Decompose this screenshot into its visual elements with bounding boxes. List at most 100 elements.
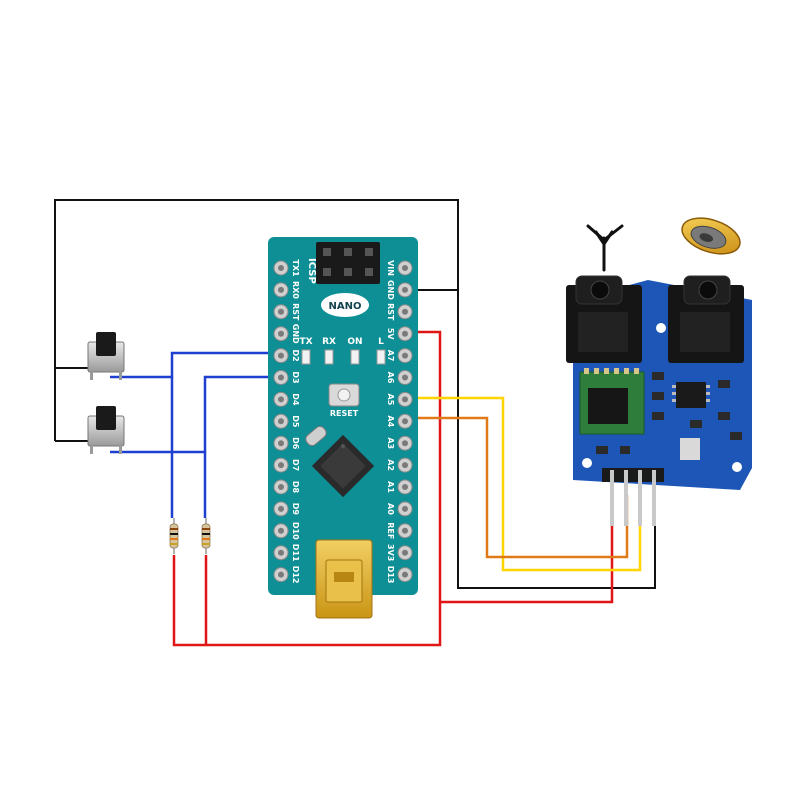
red-wire-radio-vcc (440, 495, 614, 604)
led-indicator (350, 349, 360, 365)
smd-components (596, 372, 742, 460)
mounting-hole (732, 462, 742, 472)
left-pin-label: D8 (291, 481, 300, 494)
right-pin-label: GND (386, 280, 395, 300)
led-indicator (301, 349, 311, 365)
led-label: TX (299, 337, 312, 347)
left-pin-label: D4 (291, 393, 300, 406)
reset-button[interactable] (328, 383, 360, 407)
nano-label: NANO (329, 301, 362, 312)
right-pin-label: VIN (386, 260, 395, 276)
right-pin-hole (402, 527, 408, 534)
right-pin-label: A0 (386, 503, 395, 515)
reset-label: RESET (330, 409, 359, 418)
right-pin-label: A5 (386, 394, 395, 406)
nano-logo (321, 293, 369, 317)
right-pin-hole (402, 352, 408, 359)
left-pin-label: D11 (291, 544, 300, 562)
right-pin-hole (402, 505, 408, 512)
left-pin-label: D12 (291, 566, 300, 584)
left-pin-hole (278, 330, 284, 337)
clock-wire-a4 (415, 416, 629, 559)
push-button-1[interactable] (87, 332, 125, 380)
right-pin-label: A2 (386, 459, 395, 471)
left-pin-label: D5 (291, 415, 300, 428)
speaker-jack (668, 275, 744, 363)
left-pin-hole (278, 265, 284, 271)
left-pin-label: D3 (291, 371, 300, 383)
led-label: RX (322, 337, 336, 347)
radio-pin-header (602, 468, 664, 526)
left-pin-label: D6 (291, 437, 300, 450)
blue-wire-d3 (110, 375, 274, 454)
right-pin-label: D13 (386, 566, 395, 584)
right-pin-hole (402, 330, 408, 337)
left-pin-label: D9 (291, 503, 300, 516)
left-pin-hole (278, 571, 284, 578)
blue-wire-d2 (110, 351, 274, 379)
left-pin-label: RST (291, 303, 300, 321)
gnd-wire-radio (457, 290, 656, 589)
right-pin-label: A7 (386, 350, 395, 362)
led-label: ON (347, 337, 362, 347)
left-pin-hole (278, 286, 284, 293)
left-pin-hole (278, 352, 284, 359)
fm-radio-module (566, 275, 752, 526)
microcontroller-chip (311, 434, 375, 498)
left-pin-hole (278, 549, 284, 556)
right-pin-hole (402, 286, 408, 293)
left-pin-hole (278, 484, 284, 490)
right-pin-label: A3 (386, 437, 395, 449)
crystal (305, 425, 327, 447)
yellow-wire (415, 396, 642, 572)
data-wire-a5 (415, 396, 642, 572)
power-wires (172, 330, 614, 647)
right-pin-label: A1 (386, 481, 395, 493)
resistor-2 (201, 518, 211, 554)
left-pin-hole (278, 308, 284, 315)
left-pin-hole (278, 527, 284, 534)
mini-usb-port (315, 539, 373, 619)
right-pin-hole (402, 440, 408, 447)
left-pin-hole (278, 462, 284, 469)
right-pin-hole (402, 396, 408, 403)
led-indicator (376, 349, 386, 365)
icsp-label: ICSP (306, 258, 317, 284)
right-pin-hole (402, 374, 408, 381)
left-pin-hole (278, 505, 284, 512)
led-indicator (324, 349, 334, 365)
right-pin-hole (402, 265, 408, 271)
right-pin-label: A6 (386, 372, 395, 384)
left-pin-hole (278, 396, 284, 403)
left-pin-label: D10 (291, 522, 300, 540)
led-label: L (378, 337, 384, 347)
push-button-2[interactable] (87, 406, 125, 454)
antenna-jack (566, 275, 642, 363)
right-pin-hole (402, 549, 408, 556)
right-pin-hole (402, 571, 408, 578)
left-pin-hole (278, 374, 284, 381)
left-pin-hole (278, 440, 284, 447)
left-pin-hole (278, 418, 284, 425)
gnd-wire-top-loop (54, 199, 459, 441)
right-pin-label: RST (386, 303, 395, 321)
right-pin-label: A4 (386, 415, 395, 427)
right-pin-label: 3V3 (386, 544, 395, 561)
amplifier-chip (672, 382, 710, 408)
left-pin-label: RX0 (291, 281, 300, 299)
left-pin-label: D7 (291, 459, 300, 471)
icsp-header (316, 242, 380, 284)
radio-chip-module (579, 368, 645, 435)
red-wire-resistor1 (172, 330, 442, 647)
ground-wires (54, 199, 656, 589)
right-pin-hole (402, 308, 408, 315)
mounting-hole (656, 323, 666, 333)
orange-wire (415, 416, 629, 559)
status-leds: TX RX ON L (299, 337, 386, 365)
mounting-hole (582, 458, 592, 468)
right-pin-hole (402, 418, 408, 425)
